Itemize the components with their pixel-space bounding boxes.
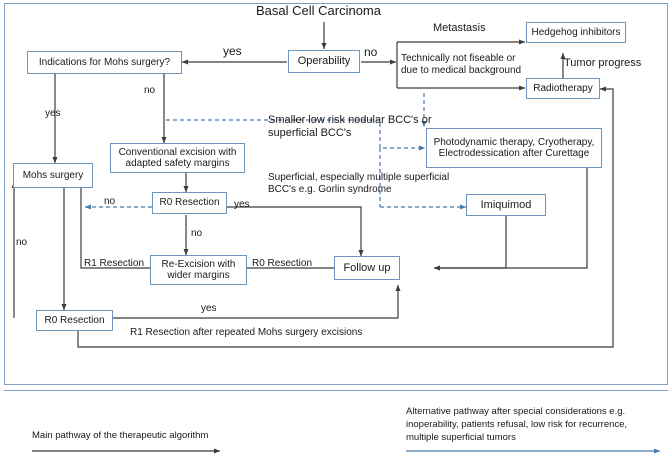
node-reexcision[interactable]: Re-Excision with wider margins: [150, 255, 247, 285]
edge-label-no-mohs-left: no: [16, 237, 28, 248]
edge-label-yes-bottom: yes: [201, 303, 217, 314]
edge-label-no-r0-mid-left: no: [104, 196, 116, 207]
bracket-text-not-feasible: Technically not fiseable or due to medic…: [401, 53, 522, 76]
edge-label-r1-resection-left: R1 Resection: [84, 258, 145, 269]
node-r0-resection-mid[interactable]: R0 Resection: [152, 192, 227, 214]
node-mohs-surgery[interactable]: Mohs surgery: [13, 163, 93, 188]
edge-label-no-r0-down: no: [191, 228, 203, 239]
edge-label-yes-r0-mid: yes: [234, 199, 250, 210]
node-r0-resection-bottom[interactable]: R0 Resection: [36, 310, 113, 331]
edge-label-tumor-progress: Tumor progress: [564, 57, 642, 69]
node-imiquimod[interactable]: Imiquimod: [466, 194, 546, 216]
edge-label-yes-mohs: yes: [45, 108, 61, 119]
node-operability[interactable]: Operability: [288, 50, 360, 73]
node-photodynamic-therapy[interactable]: Photodynamic therapy, Cryotherapy, Elect…: [426, 128, 602, 168]
annotation-superficial-gorlin: Superficial, especially multiple superfi…: [268, 172, 450, 195]
edge-label-r1-after-mohs: R1 Resection after repeated Mohs surgery…: [130, 327, 363, 338]
annotation-smaller-low-risk: Smaller low risk nodular BCC's or superf…: [268, 114, 432, 140]
edge-label-no-mohs: no: [144, 85, 156, 96]
node-conventional-excision[interactable]: Conventional excision with adapted safet…: [110, 143, 245, 173]
legend-alternative-pathway-text: Alternative pathway after special consid…: [406, 406, 628, 443]
edge-label-metastasis: Metastasis: [433, 22, 486, 34]
edge-label-no-operability: no: [364, 45, 378, 59]
node-follow-up[interactable]: Follow up: [334, 256, 400, 280]
diagram-title: Basal Cell Carcinoma: [256, 3, 381, 18]
legend-frame: [4, 390, 668, 458]
edge-label-yes-operability: yes: [223, 44, 242, 58]
node-hedgehog-inhibitors[interactable]: Hedgehog inhibitors: [526, 22, 626, 43]
node-indications-mohs[interactable]: Indications for Mohs surgery?: [27, 51, 182, 74]
node-radiotherapy[interactable]: Radiotherapy: [526, 78, 600, 99]
edge-label-r0-resection-right: R0 Resection: [252, 258, 313, 269]
legend-main-pathway-text: Main pathway of the therapeutic algorith…: [32, 430, 209, 441]
